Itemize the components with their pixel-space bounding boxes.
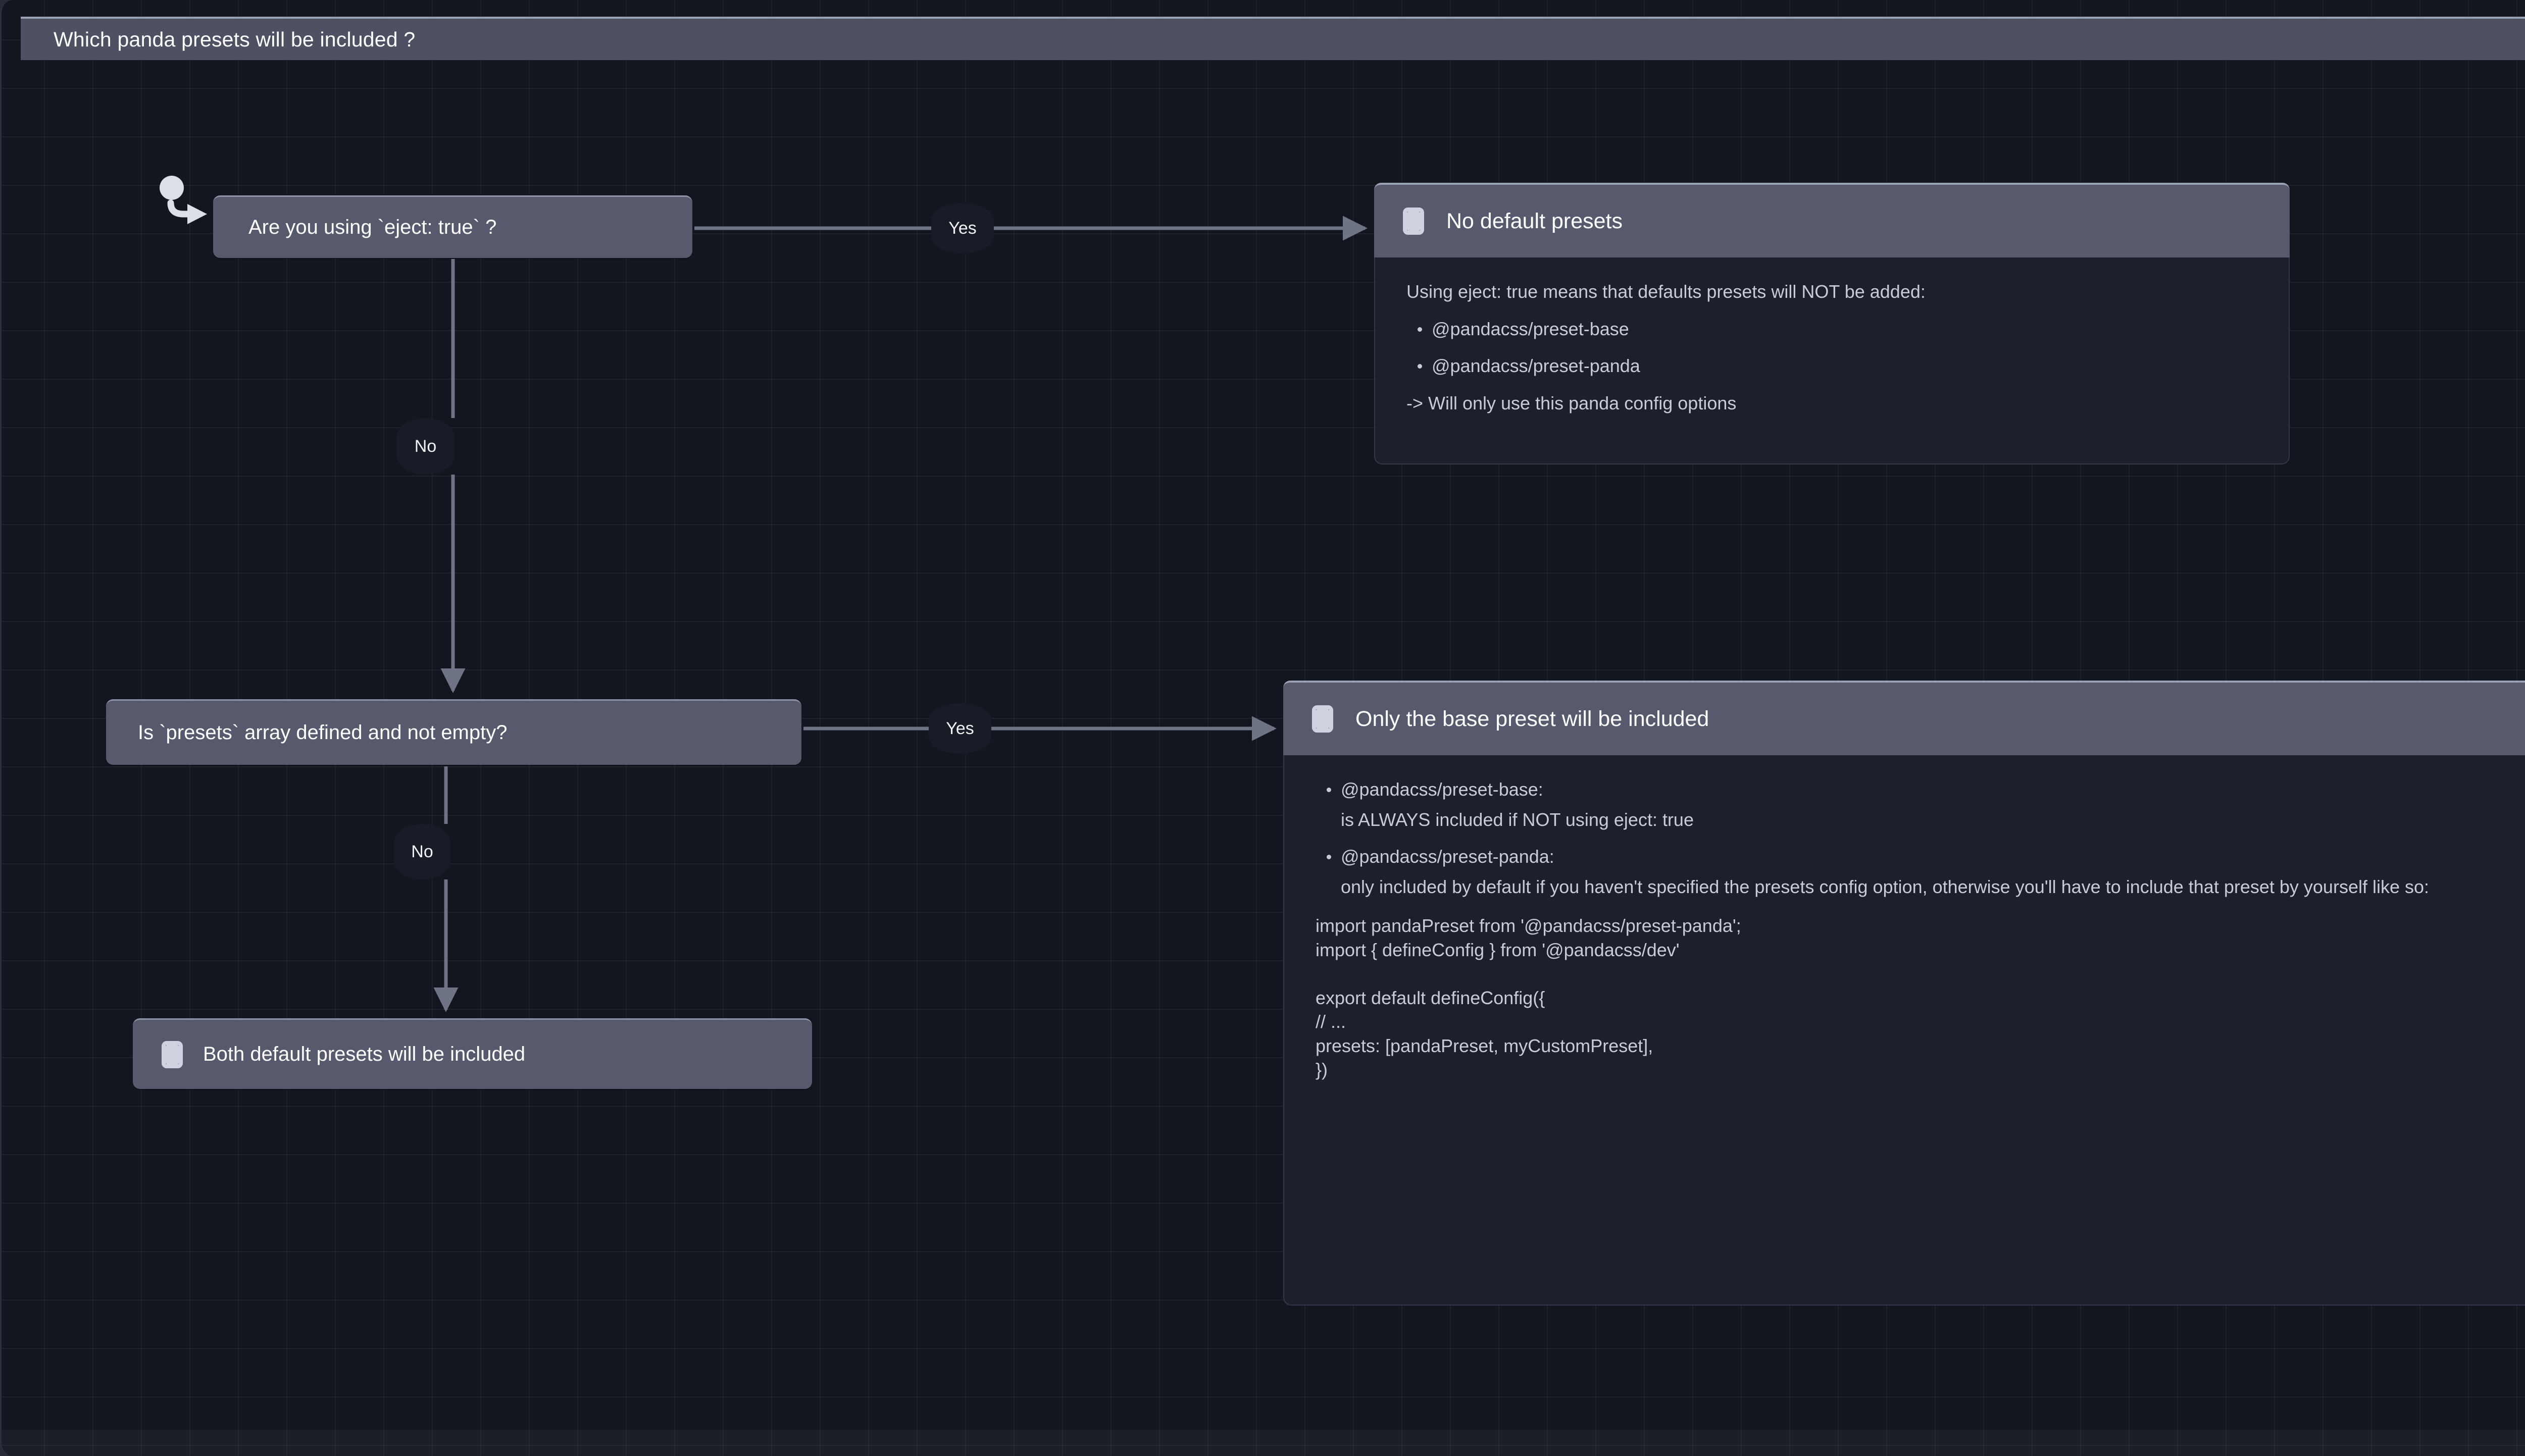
code-line: import pandaPreset from '@pandacss/prese… xyxy=(1316,915,1741,937)
note-icon xyxy=(1312,705,1333,733)
list-item-desc: only included by default if you haven't … xyxy=(1341,876,2430,897)
card-no-default-presets-body: Using eject: true means that defaults pr… xyxy=(1374,257,2290,464)
card-only-base-preset-header: Only the base preset will be included xyxy=(1283,681,2525,755)
edge-label-no-eject[interactable]: No xyxy=(396,418,454,475)
card-only-base-preset-title: Only the base preset will be included xyxy=(1355,706,1709,731)
list-item: @pandacss/preset-panda xyxy=(1418,354,2258,378)
list-item: @pandacss/preset-panda: only included by… xyxy=(1327,845,2525,899)
code-line: export default defineConfig({ xyxy=(1316,987,1545,1008)
code-line: }) xyxy=(1316,1059,1328,1080)
list-item: @pandacss/preset-base xyxy=(1418,317,2258,341)
card-only-base-preset[interactable]: Only the base preset will be included @p… xyxy=(1283,681,2525,1306)
edge-label-yes-presets-text: Yes xyxy=(946,718,974,738)
edge-label-no-eject-text: No xyxy=(414,436,437,456)
card-only-base-preset-body: @pandacss/preset-base: is ALWAYS include… xyxy=(1283,755,2525,1306)
card-no-default-presets-header: No default presets xyxy=(1374,183,2290,257)
note-icon xyxy=(162,1041,183,1068)
terminal-node-both-presets[interactable]: Both default presets will be included xyxy=(133,1018,812,1089)
page-title: Which panda presets will be included ? xyxy=(21,17,2525,60)
card-no-default-presets-title: No default presets xyxy=(1446,209,1623,233)
edge-label-yes-presets[interactable]: Yes xyxy=(929,703,991,754)
edge-label-no-presets[interactable]: No xyxy=(394,824,450,879)
decision-node-presets-label: Is `presets` array defined and not empty… xyxy=(138,721,508,744)
edge-label-yes-eject[interactable]: Yes xyxy=(931,203,994,253)
card-no-default-presets-outro: -> Will only use this panda config optio… xyxy=(1406,392,1737,413)
card-only-base-preset-list: @pandacss/preset-base: is ALWAYS include… xyxy=(1316,777,2525,899)
decision-node-presets[interactable]: Is `presets` array defined and not empty… xyxy=(106,699,801,765)
decision-node-eject[interactable]: Are you using `eject: true` ? xyxy=(213,195,692,258)
decision-node-eject-label: Are you using `eject: true` ? xyxy=(248,216,497,238)
note-icon xyxy=(1403,207,1424,235)
code-line: import { defineConfig } from '@pandacss/… xyxy=(1316,939,1680,960)
list-item: @pandacss/preset-base: is ALWAYS include… xyxy=(1327,777,2525,831)
terminal-node-both-presets-label: Both default presets will be included xyxy=(203,1043,526,1065)
card-no-default-presets[interactable]: No default presets Using eject: true mea… xyxy=(1374,183,2290,464)
page-title-text: Which panda presets will be included ? xyxy=(54,27,416,51)
code-line: presets: [pandaPreset, myCustomPreset], xyxy=(1316,1035,1653,1056)
edge-label-no-presets-text: No xyxy=(411,842,433,861)
list-item-desc: is ALWAYS included if NOT using eject: t… xyxy=(1341,809,1694,830)
code-line: // ... xyxy=(1316,1011,1346,1032)
card-no-default-presets-intro: Using eject: true means that defaults pr… xyxy=(1406,281,1926,302)
list-item-name: @pandacss/preset-base: xyxy=(1341,779,1543,800)
card-no-default-presets-list: @pandacss/preset-base @pandacss/preset-p… xyxy=(1406,317,2258,378)
list-item-name: @pandacss/preset-panda: xyxy=(1341,846,1554,867)
start-arrow-icon xyxy=(160,176,207,224)
edge-label-yes-eject-text: Yes xyxy=(948,218,977,238)
card-only-base-preset-code: import pandaPreset from '@pandacss/prese… xyxy=(1316,914,2525,1082)
code-line xyxy=(1316,962,2525,986)
